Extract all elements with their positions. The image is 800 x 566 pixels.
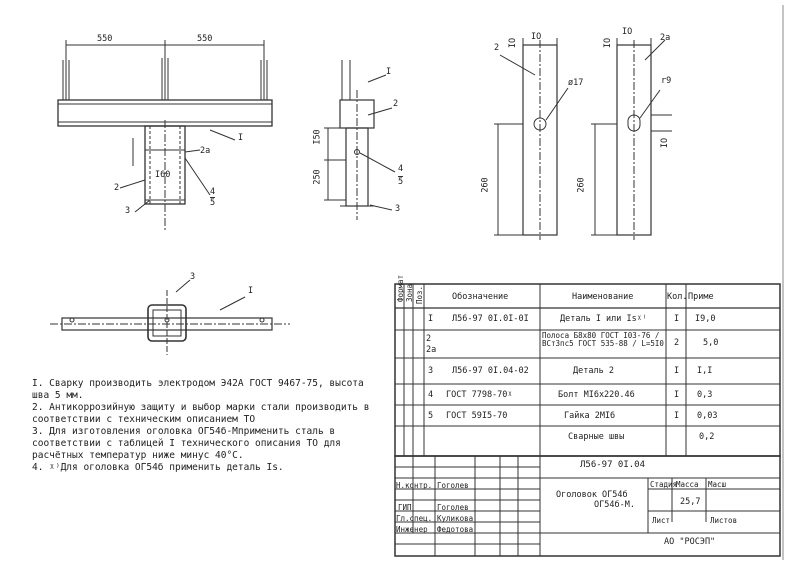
row3-qty: I (674, 366, 680, 376)
callout-2-detail: 2 (494, 43, 500, 53)
role-1: Н.контр. (396, 481, 433, 490)
row2-pos: 2 2а (426, 334, 437, 355)
notes-block: I. Сварку производить электродом Э42А ГО… (32, 378, 372, 474)
mass-value: 25,7 (680, 497, 701, 507)
stage-label: Стадия (650, 480, 678, 489)
row3-pos: 3 (428, 366, 434, 376)
scale-label: Масш (708, 480, 727, 489)
mass-label: Масса (676, 480, 699, 489)
dim-260-b: 260 (576, 177, 587, 193)
callout-5: 5 (210, 197, 216, 208)
dim-10-d: IO (622, 27, 633, 37)
callout-3-plan: 3 (190, 272, 196, 282)
callout-4: 4 (210, 187, 216, 197)
hdr-format: Формат (396, 274, 405, 302)
note-3: 3. Для изготовления оголовка ОГ54б-Мприм… (32, 426, 341, 461)
dim-150: I50 (312, 129, 323, 145)
note-2: 2. Антикоррозийную защиту и выбор марки … (32, 402, 370, 425)
product-name-1: Оголовок ОГ54б (556, 490, 628, 500)
name-2: Гоголев (437, 503, 469, 512)
callout-5-side: 5 (398, 176, 404, 187)
role-3: Гл.спец. (396, 514, 433, 523)
row2-note: 5,0 (703, 338, 719, 348)
row2-name: Полоса Б8х80 ГОСТ I03-76 / ВСт3пс5 ГОСТ … (542, 331, 664, 348)
row1-pos: I (428, 314, 434, 324)
row3-designation: Л56-97 0I.04-02 (452, 366, 529, 376)
row4-note: 0,3 (697, 390, 713, 400)
note-4: 4. ᵡ⁾Для оголовка ОГ54б применить деталь… (32, 462, 284, 473)
dim-phi17: ø17 (568, 78, 584, 88)
dim-10-c: IO (603, 37, 614, 49)
callout-4-side: 4 (398, 164, 404, 174)
role-4: Инженер (396, 525, 428, 534)
callout-2-side: 2 (393, 99, 399, 109)
dim-10-b: IO (531, 32, 542, 42)
row1-name: Деталь I или Isᵡ⁾ (560, 314, 647, 324)
sheets-label: Листов (710, 516, 738, 525)
callout-2: 2 (114, 183, 120, 193)
hdr-name: Наименование (572, 292, 634, 302)
dim-250: 250 (312, 169, 323, 185)
dim-260-a: 260 (480, 177, 491, 193)
sheet-label: Лист (652, 516, 671, 525)
row4-designation: ГОСТ 7798-70ᵡ (446, 390, 513, 400)
name-4: Федотова (437, 525, 474, 534)
row2-qty: 2 (674, 338, 680, 348)
row4-pos: 4 (428, 390, 434, 400)
hdr-zone: Зона (405, 283, 414, 302)
name-3: Куликова (437, 514, 474, 523)
callout-2a-detail: 2а (660, 33, 671, 43)
row5-designation: ГОСТ 59I5-70 (446, 411, 508, 421)
row1-qty: I (674, 314, 680, 324)
row5-pos: 5 (428, 411, 434, 421)
hdr-note: Приме (688, 292, 714, 302)
row6-name: Сварные швы (568, 432, 625, 442)
row3-note: I,I (697, 366, 713, 376)
dim-10-a: IO (508, 37, 519, 49)
callout-I-plan: I (248, 286, 254, 296)
hdr-qty: Кол. (667, 292, 688, 302)
callout-I: I (238, 133, 244, 143)
row5-note: 0,03 (697, 411, 718, 421)
row5-name: Гайка 2МI6 (564, 411, 616, 421)
name-1: Гоголев (437, 481, 469, 490)
row4-qty: I (674, 390, 680, 400)
row6-note: 0,2 (699, 432, 715, 442)
callout-I-side: I (386, 67, 392, 77)
callout-2a: 2а (200, 146, 211, 156)
hdr-designation: Обозначение (452, 292, 509, 302)
hdr-pos: Поз. (415, 285, 424, 304)
role-2: ГИП (398, 503, 412, 512)
dim-550-left: 550 (97, 34, 113, 44)
note-1: I. Сварку производить электродом Э42А ГО… (32, 378, 364, 401)
dim-550-right: 550 (197, 34, 213, 44)
row3-name: Деталь 2 (573, 366, 614, 376)
doc-code: Л56-97 0I.04 (580, 460, 646, 470)
callout-3: 3 (125, 206, 131, 216)
callout-3-side: 3 (395, 204, 401, 214)
row1-note: I9,0 (695, 314, 716, 324)
row1-designation: Л56-97 0I.0I-0I (452, 314, 529, 324)
dim-r9: r9 (661, 76, 672, 86)
row5-qty: I (674, 411, 680, 421)
row4-name: Болт МI6х220.46 (558, 390, 635, 400)
dim-160: I60 (155, 170, 171, 180)
product-name-2: ОГ54б-М. (594, 500, 635, 510)
org-name: АО "РОСЭП" (664, 537, 716, 547)
dim-10-e: IO (660, 137, 671, 149)
